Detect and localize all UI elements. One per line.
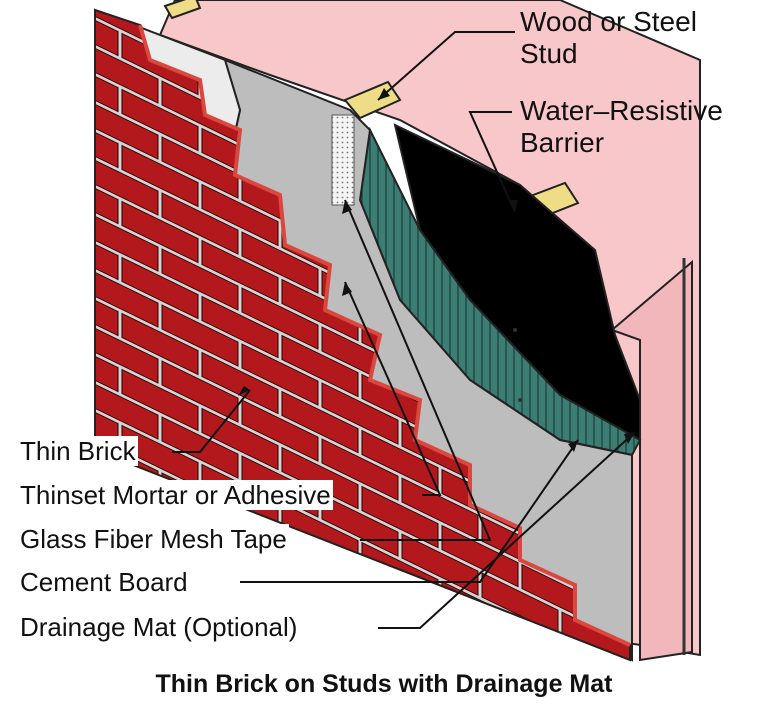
barrier-callout-line2: Barrier — [520, 127, 605, 158]
label-thin-brick: Thin Brick — [18, 436, 138, 466]
thin-brick-leader — [172, 389, 251, 453]
mesh-tape — [331, 114, 355, 206]
cement-leader — [240, 439, 579, 583]
barrier-callout-line1: Water–Resistive — [520, 95, 723, 126]
callout-lines — [172, 31, 636, 629]
barrier-callout: Water–Resistive Barrier — [520, 95, 723, 159]
drainage-leader — [378, 431, 636, 629]
brick-step-edges — [138, 24, 631, 647]
diagram-title: Thin Brick on Studs with Drainage Mat — [155, 670, 613, 698]
stud-leader — [377, 31, 515, 101]
label-thinset-mortar: Thinset Mortar or Adhesive — [18, 480, 333, 510]
arrowheads — [238, 88, 635, 452]
stud-top-left — [163, 0, 202, 20]
stud-callout-line2: Stud — [520, 38, 578, 69]
label-drainage-mat: Drainage Mat (Optional) — [18, 612, 300, 642]
stud-callout: Wood or Steel Stud — [520, 6, 697, 70]
mesh-leader — [344, 199, 492, 541]
thinset-leader — [344, 281, 442, 496]
barrier-leader — [468, 111, 516, 213]
wall-edge — [610, 259, 693, 662]
label-cement-board: Cement Board — [18, 567, 190, 597]
label-mesh-tape: Glass Fiber Mesh Tape — [18, 524, 289, 554]
stud-callout-line1: Wood or Steel — [520, 6, 697, 37]
